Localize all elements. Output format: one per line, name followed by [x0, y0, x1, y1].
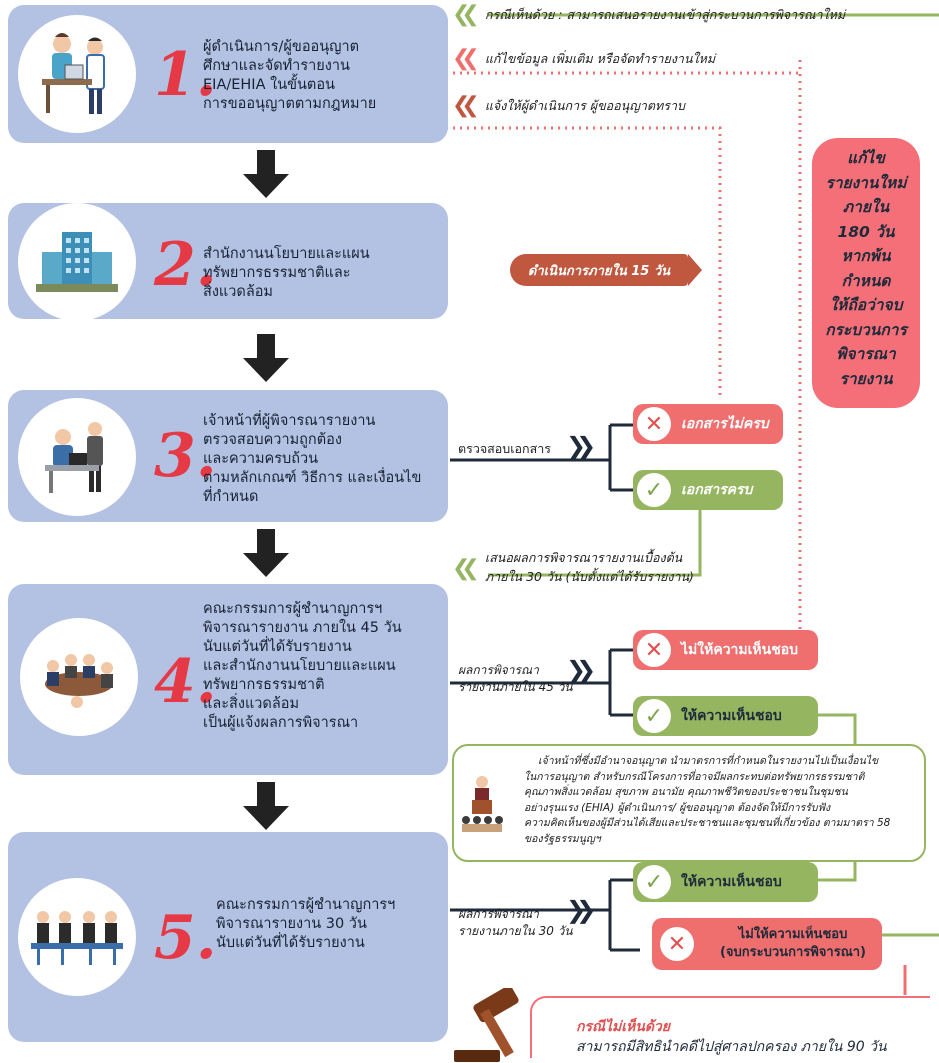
- check-icon: ✓: [637, 865, 671, 899]
- disagree-title: กรณีไม่เห็นด้วย: [576, 1019, 670, 1035]
- double-chevron-left-icon: ❮❮: [452, 2, 480, 27]
- step-1-illustration: [18, 15, 136, 133]
- step-2-box: 2. สำนักงานนโยบายและแผนทรัพยากรธรรมชาติแ…: [8, 203, 448, 321]
- double-chevron-left-icon: ❮❮: [452, 556, 480, 581]
- feedback-row-revise: ❮❮ แก้ไขข้อมูล เพิ่มเติม หรือจัดทำรายงาน…: [452, 46, 716, 71]
- speaker-podium-icon: [462, 776, 503, 832]
- step-4-illustration: [20, 618, 138, 736]
- step-1-text: ผู้ดำเนินการ/ผู้ขออนุญาตศึกษาและจัดทำราย…: [203, 39, 377, 112]
- docs-incomplete-pill: ✕ เอกสารไม่ครบ: [633, 404, 783, 444]
- double-chevron-left-icon: ❮❮: [452, 46, 480, 71]
- down-arrow-icon: [243, 529, 289, 577]
- within-15-arrow-tip: [688, 254, 702, 286]
- step-3-number: 3.: [154, 421, 217, 491]
- office-building-icon: [36, 232, 118, 292]
- no-approve-end-pill: ✕ ไม่ให้ความเห็นชอบ(จบกระบวนการพิจารณา): [652, 918, 882, 970]
- double-chevron-right-icon: ❯❯: [566, 896, 596, 924]
- double-chevron-left-icon: ❮❮: [452, 93, 480, 118]
- down-arrow-icon: [243, 782, 289, 830]
- authority-note-box: เจ้าหน้าที่ซึ่งมีอำนาจอนุญาต นำมาตรการที…: [452, 744, 926, 862]
- disagree-text: สามารถมีสิทธินำคดีไปสู่ศาลปกครอง ภายใน 9…: [576, 1039, 887, 1055]
- step-3-illustration: [18, 398, 136, 516]
- double-chevron-right-icon: ❯❯: [566, 656, 596, 684]
- docs-complete-pill: ✓ เอกสารครบ: [633, 470, 783, 510]
- no-approve-pill: ✕ ไม่ให้ความเห็นชอบ: [633, 630, 818, 670]
- committee-panel-icon: [31, 911, 123, 965]
- step-4-box: 4. คณะกรรมการผู้ชำนาญการฯพิจารณารายงาน ภ…: [8, 584, 448, 775]
- step-2-number: 2.: [154, 230, 217, 300]
- feedback-row-initial-result: ❮❮ เสนอผลการพิจารณารายงานเบื้องต้น ภายใน…: [452, 550, 694, 584]
- step-5-number: 5.: [154, 903, 217, 973]
- board-meeting-icon: [45, 654, 113, 708]
- result-30-label: ผลการพิจารณารายงานภายใน 30 วัน: [458, 907, 573, 938]
- step-5-illustration: [18, 878, 136, 996]
- down-arrow-icon: [243, 150, 289, 198]
- check-icon: ✓: [637, 699, 671, 733]
- x-icon: ✕: [660, 927, 694, 961]
- feedback-row-notify: ❮❮ แจ้งให้ผู้ดำเนินการ ผู้ขออนุญาตทราบ: [452, 93, 685, 118]
- office-workers-icon: [45, 422, 103, 493]
- approve-2-pill: ✓ ให้ความเห็นชอบ: [633, 862, 818, 902]
- result-45-label: ผลการพิจารณารายงานภายใน 45 วัน: [458, 663, 573, 694]
- step-2-illustration: [18, 203, 136, 321]
- double-chevron-right-icon: ❯❯: [566, 432, 596, 460]
- step-5-box: 5. คณะกรรมการผู้ชำนาญการฯพิจารณารายงาน 3…: [8, 832, 448, 1042]
- feedback-row-agree: ❮❮ กรณีเห็นด้วย : สามารถเสนอรายงานเข้าสู…: [452, 2, 846, 27]
- check-icon: ✓: [637, 473, 671, 507]
- step-3-text: เจ้าหน้าที่ผู้พิจารณารายงานตรวจสอบความถู…: [203, 413, 422, 505]
- step-2-text: สำนักงานนโยบายและแผนทรัพยากรธรรมชาติและส…: [203, 246, 370, 300]
- step-4-number: 4.: [154, 647, 217, 717]
- step-5-text: คณะกรรมการผู้ชำนาญการฯพิจารณารายงาน 30 ว…: [216, 897, 396, 951]
- revise-180-days-box: แก้ไขรายงานใหม่ภายใน 180 วันหากพ้นกำหนด …: [812, 138, 920, 408]
- step-4-text: คณะกรรมการผู้ชำนาญการฯพิจารณารายงาน ภายใ…: [203, 601, 402, 731]
- approve-pill: ✓ ให้ความเห็นชอบ: [633, 696, 818, 736]
- x-icon: ✕: [637, 407, 671, 441]
- step-3-box: 3. เจ้าหน้าที่ผู้พิจารณารายงานตรวจสอบควา…: [8, 390, 448, 522]
- authority-note-text: เจ้าหน้าที่ซึ่งมีอำนาจอนุญาต นำมาตรการที…: [524, 755, 891, 845]
- step-1-number: 1.: [154, 40, 217, 110]
- within-15-days-tag: ดำเนินการภายใน 15 วัน: [510, 254, 688, 286]
- step-1-box: 1. ผู้ดำเนินการ/ผู้ขออนุญาตศึกษาและจัดทำ…: [8, 5, 448, 143]
- meeting-desk-icon: [42, 33, 105, 114]
- disagree-court-box: กรณีไม่เห็นด้วย สามารถมีสิทธินำคดีไปสู่ศ…: [530, 996, 930, 1058]
- x-icon: ✕: [637, 633, 671, 667]
- check-docs-label: ตรวจสอบเอกสาร: [458, 441, 551, 456]
- gavel-icon: [454, 988, 519, 1062]
- down-arrow-icon: [243, 334, 289, 382]
